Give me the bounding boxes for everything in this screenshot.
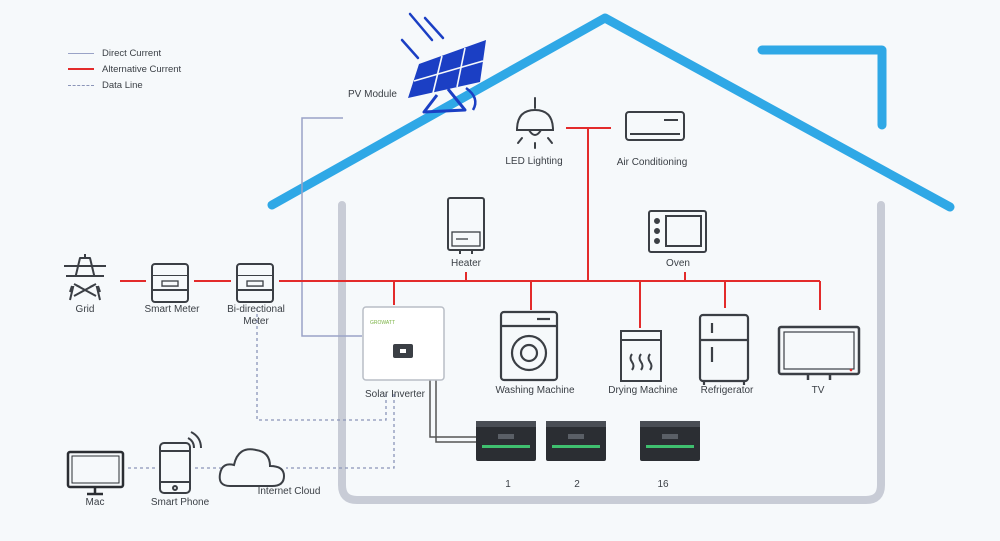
dc-line-battery-b	[435, 380, 476, 443]
legend-data-label: Data Line	[102, 79, 143, 91]
mac-label: Mac	[85, 497, 105, 508]
legend-dc-label: Direct Current	[102, 47, 162, 59]
smart-meter-label: Smart Meter	[144, 304, 200, 315]
legend-ac-swatch	[68, 68, 94, 70]
drying-machine-icon	[620, 330, 662, 382]
battery-16-icon	[640, 421, 700, 461]
house-walls	[338, 201, 885, 504]
heater-label: Heater	[450, 258, 482, 269]
air-conditioning-label: Air Conditioning	[616, 157, 688, 168]
smart-phone-icon	[159, 431, 202, 494]
battery-2-label: 2	[574, 479, 580, 490]
solar-inverter-label: Solar Inverter	[364, 389, 426, 400]
house-chimney	[757, 45, 887, 130]
legend-dc-swatch	[68, 52, 94, 54]
solar-inverter-icon: GROWATT	[362, 306, 445, 381]
refrigerator-icon	[698, 313, 750, 385]
pv-module-icon	[400, 12, 486, 114]
washing-machine-label: Washing Machine	[495, 385, 575, 396]
bidirectional-meter-label-line2: Meter	[243, 316, 269, 327]
internet-cloud-label: Internet Cloud	[257, 486, 321, 497]
oven-icon	[648, 210, 707, 253]
oven-label: Oven	[666, 258, 690, 269]
legend-dc: Direct Current	[68, 46, 161, 60]
tv-label: TV	[811, 385, 825, 396]
dc-line-battery-a	[429, 380, 476, 438]
smart-phone-label: Smart Phone	[150, 497, 210, 508]
mac-icon	[66, 450, 125, 496]
bidirectional-meter-label-line1: Bi-directional	[227, 304, 285, 315]
house-roof	[267, 13, 955, 212]
battery-1-label: 1	[505, 479, 511, 490]
refrigerator-label: Refrigerator	[700, 385, 754, 396]
data-line-inverter-cloud	[286, 394, 395, 469]
grid-label: Grid	[75, 304, 95, 315]
pv-module-label: PV Module	[348, 89, 397, 100]
heater-icon	[447, 197, 485, 254]
legend-data-swatch	[68, 84, 94, 86]
battery-16-label: 16	[657, 479, 669, 490]
led-lighting-label: LED Lighting	[505, 156, 563, 167]
washing-machine-icon	[499, 310, 559, 382]
internet-cloud-icon	[218, 448, 286, 487]
legend-data: Data Line	[68, 78, 143, 92]
battery-1-icon	[476, 421, 536, 461]
legend-ac-label: Alternative Current	[102, 63, 182, 75]
led-lighting-icon	[515, 97, 555, 149]
air-conditioning-icon	[625, 111, 685, 141]
dc-line-pv-inverter	[301, 117, 362, 337]
legend-ac: Alternative Current	[68, 62, 181, 76]
svg-text:GROWATT: GROWATT	[370, 320, 395, 326]
battery-2-icon	[546, 421, 606, 461]
drying-machine-label: Drying Machine	[608, 385, 678, 396]
data-line-meter-inverter	[256, 308, 387, 421]
tv-icon	[777, 325, 861, 380]
